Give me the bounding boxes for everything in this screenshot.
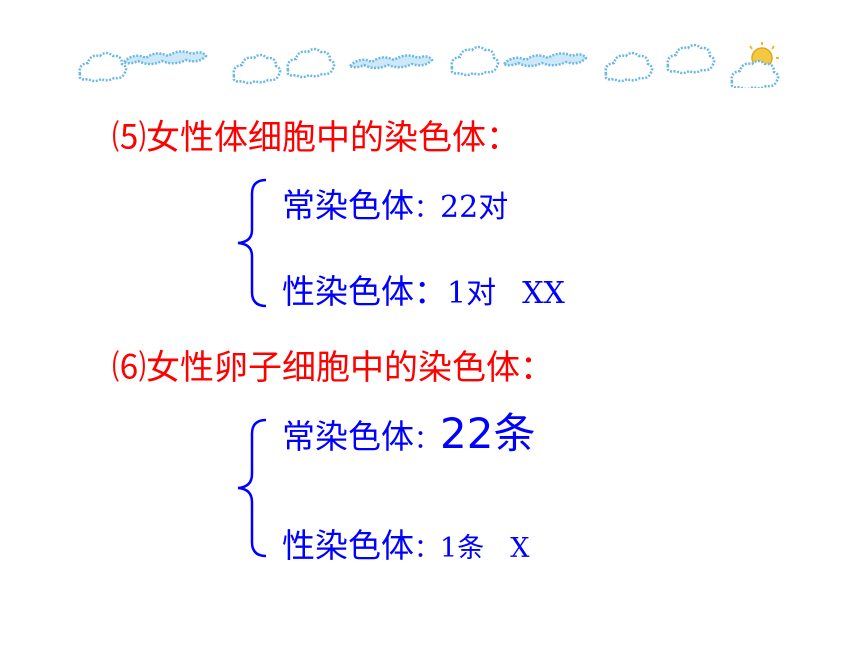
cloud-icon <box>604 51 654 83</box>
wavy-cloud-icon <box>502 52 588 68</box>
autosome-separator: ： <box>414 194 441 224</box>
section5-marker: ⑸ <box>112 118 146 158</box>
sex-chromosome-label: 性染色体： <box>282 272 447 311</box>
wavy-cloud-icon <box>122 50 208 66</box>
section6-brace <box>237 418 267 558</box>
cloud-icon <box>232 53 282 85</box>
sex-chromosome-separator: ： <box>414 534 441 564</box>
cloud-icon <box>286 47 336 79</box>
section6-title: 女性卵子细胞中的染色体： <box>146 348 554 388</box>
cloud-icon <box>450 45 500 77</box>
section6-autosome-row: 常染色体：22条 <box>282 413 535 460</box>
autosome-label: 常染色体 <box>282 186 414 225</box>
autosome-label: 常染色体 <box>282 417 414 456</box>
section5-title: 女性体细胞中的染色体： <box>146 118 520 158</box>
cloud-decoration-strip <box>78 42 780 88</box>
section6-heading: ⑹女性卵子细胞中的染色体： <box>112 348 554 388</box>
wavy-cloud-icon <box>348 54 434 70</box>
section5-brace <box>237 178 267 308</box>
sex-chromosome-type: X <box>510 533 530 564</box>
section5-heading: ⑸女性体细胞中的染色体： <box>112 118 520 158</box>
section6-sex-chromosome-row: 性染色体：1条 X <box>282 526 529 569</box>
autosome-value: 22对 <box>440 190 509 225</box>
sex-chromosome-type: XX <box>522 276 565 311</box>
sex-chromosome-value: 1对 <box>447 276 497 311</box>
sex-chromosome-label: 性染色体 <box>282 526 414 565</box>
sun-cloud-icon <box>730 42 780 88</box>
cloud-icon <box>78 51 128 83</box>
cloud-icon <box>666 43 716 75</box>
sex-chromosome-value: 1条 <box>440 533 485 564</box>
autosome-value: 22条 <box>440 409 536 458</box>
section6-marker: ⑹ <box>112 348 146 388</box>
section5-autosome-row: 常染色体：22对 <box>282 186 508 229</box>
autosome-separator: ： <box>414 425 441 455</box>
section5-sex-chromosome-row: 性染色体：1对 XX <box>282 272 565 314</box>
